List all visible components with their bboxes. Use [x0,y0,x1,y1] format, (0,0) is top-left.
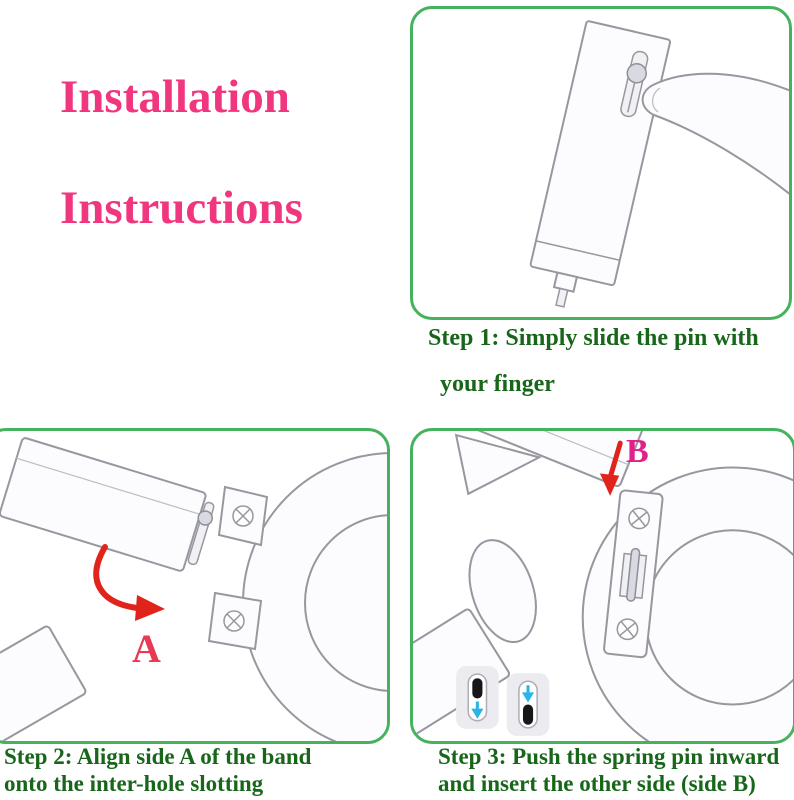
step3-caption: Step 3: Push the spring pin inward and i… [438,743,779,797]
watch-lugs-icon [207,485,269,651]
step1-text-line1: Simply slide the pin with [505,325,759,351]
pin-slide-icon-after [506,673,550,736]
finger-icon [641,72,789,195]
step1-panel [410,6,792,320]
band-lower-icon [413,608,511,741]
side-a-label: A [132,626,161,671]
step3-text-line1: Push the spring pin inward [512,744,780,769]
step3-caption-line1: Step 3: Push the spring pin inward [438,743,779,770]
step3-text-line2: and insert the other side (side B) [438,771,756,796]
band-side-b-icon [461,431,656,487]
band-lower-icon [0,625,87,741]
step2-illustration [0,437,387,741]
pin-slide-icon-before [456,666,499,729]
title-line-1: Installation [60,71,290,123]
page-title: Installation Instructions [60,70,303,236]
strap-tip-icon [454,433,542,496]
strap-loop-icon [468,539,537,644]
spring-pin-icon [626,63,647,84]
step1-caption: Step 1: Simply slide the pin with your f… [428,322,759,401]
step2-caption-line1: Step 2: Align side A of the band [4,743,311,770]
side-b-label: B [626,433,649,470]
step2-text-line1: Align side A of the band [76,744,312,769]
step1-text-line2: your finger [440,371,555,397]
watch-lugs-icon [603,489,664,659]
step2-panel: A [0,428,390,744]
step2-label: Step 2: [4,744,73,769]
band-side-a-icon [0,437,215,572]
step3-illustration [413,431,793,741]
push-arrow-icon [607,440,623,481]
spring-pin-icon [626,547,641,602]
step3-panel: B [410,428,794,744]
step3-label: Step 3: [438,744,507,769]
step1-caption-line1: Step 1: Simply slide the pin with [428,322,759,355]
title-line-2: Instructions [60,182,303,234]
step1-label: Step 1: [428,325,500,351]
watch-band-link-icon [529,20,671,308]
step2-text-line2: onto the inter-hole slotting [4,771,264,796]
step1-illustration [529,20,789,308]
step2-caption: Step 2: Align side A of the band onto th… [4,743,311,797]
rotate-arrow-icon [93,544,140,611]
